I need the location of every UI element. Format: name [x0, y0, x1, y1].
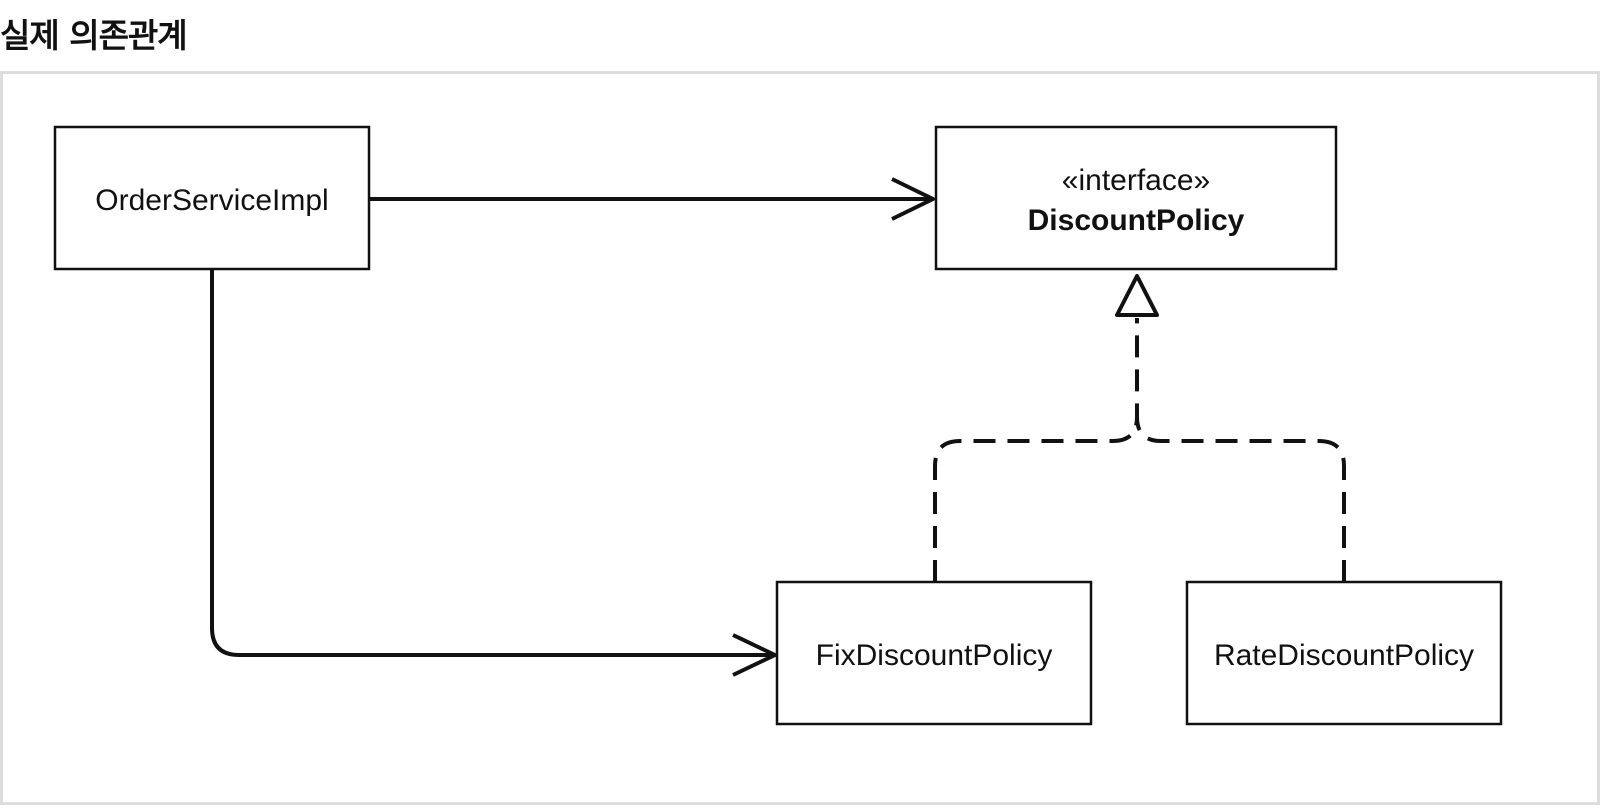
edges [210, 177, 1346, 677]
class-box-order-service-impl-rect [53, 125, 371, 271]
class-box-discount-policy-rect [934, 125, 1338, 271]
edge-rate-realizes-discount-policy [1135, 416, 1346, 582]
realization-edges [933, 318, 1346, 582]
edge-fix-realizes-discount-policy [933, 318, 1139, 582]
page-title: 실제 의존관계 [0, 16, 188, 55]
edge-order-to-fix-discount-policy [210, 270, 774, 657]
hollow-triangle-arrowhead [1115, 274, 1159, 317]
class-box-order-service-impl: OrderServiceImpl [53, 125, 371, 271]
class-box-discount-policy: «interface» DiscountPolicy [934, 125, 1338, 271]
class-name-discount-policy: DiscountPolicy [1028, 204, 1245, 237]
class-box-rate-discount-policy-rect [1185, 580, 1503, 726]
stereotype-interface: «interface» [1062, 164, 1210, 197]
class-box-rate-discount-policy: RateDiscountPolicy [1185, 580, 1503, 726]
class-name-order-service-impl: OrderServiceImpl [95, 184, 328, 217]
class-box-fix-discount-policy: FixDiscountPolicy [775, 580, 1093, 726]
class-name-rate-discount-policy: RateDiscountPolicy [1214, 639, 1474, 672]
class-name-fix-discount-policy: FixDiscountPolicy [816, 639, 1053, 672]
class-box-fix-discount-policy-rect [775, 580, 1093, 726]
open-arrowhead-fix-discount-policy [732, 633, 777, 677]
open-arrowhead-discount-policy [891, 177, 935, 221]
